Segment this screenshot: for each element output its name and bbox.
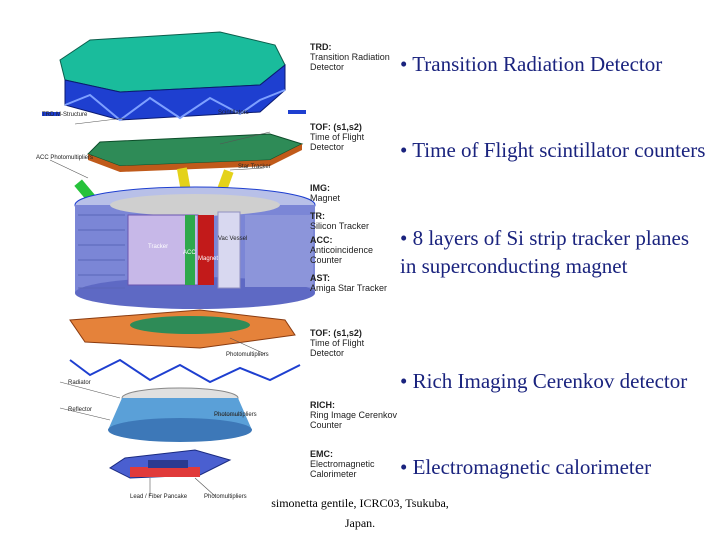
trd-module	[42, 32, 306, 120]
label-emc-desc: Electromagnetic Calorimeter	[310, 459, 375, 479]
callout-radiator: Radiator	[68, 380, 91, 387]
label-tof2: TOF: (s1,s2) Time of Flight Detector	[310, 328, 395, 358]
label-acc-title: ACC:	[310, 235, 395, 245]
label-rich-title: RICH:	[310, 400, 400, 410]
label-tof2-title: TOF: (s1,s2)	[310, 328, 395, 338]
magnet-cylinder	[75, 187, 315, 309]
callout-tracker: Tracker	[148, 244, 168, 251]
callout-acc: ACC	[183, 250, 196, 257]
footer-line-1: simonetta gentile, ICRC03, Tsukuba,	[250, 493, 470, 513]
label-img-title: IMG:	[310, 183, 395, 193]
label-trd-title: TRD:	[310, 42, 395, 52]
label-tof-title: TOF: (s1,s2)	[310, 122, 395, 132]
footer-credit: simonetta gentile, ICRC03, Tsukuba, Japa…	[250, 493, 470, 533]
callout-lead-fiber: Lead / Fiber Pancake	[130, 494, 187, 501]
footer-line-2: Japan.	[250, 513, 470, 533]
label-tof: TOF: (s1,s2) Time of Flight Detector	[310, 122, 395, 152]
tof-lower-module	[70, 310, 300, 382]
label-rich: RICH: Ring Image Cerenkov Counter	[310, 400, 400, 430]
bullet-trd: • Transition Radiation Detector	[400, 50, 710, 78]
label-rich-desc: Ring Image Cerenkov Counter	[310, 410, 397, 430]
label-trd-desc: Transition Radiation Detector	[310, 52, 390, 72]
label-ast: AST: Amiga Star Tracker	[310, 273, 395, 293]
callout-photomultipliers-tof: Photomultipliers	[226, 352, 269, 359]
callout-photomultipliers-rich: Photomultipliers	[214, 412, 257, 419]
callout-star-tracker: Star Tracker	[238, 164, 271, 171]
bullet-tof: • Time of Flight scintillator counters	[400, 136, 710, 164]
label-emc: EMC: Electromagnetic Calorimeter	[310, 449, 395, 479]
label-tr-title: TR:	[310, 211, 395, 221]
bullet-tracker: • 8 layers of Si strip tracker planes in…	[400, 224, 710, 280]
callout-vacuum-case: Vac Vessel	[218, 236, 247, 243]
label-tr-desc: Silicon Tracker	[310, 221, 369, 231]
label-tr: TR: Silicon Tracker	[310, 211, 395, 231]
label-acc-desc: Anticoincidence Counter	[310, 245, 373, 265]
callout-magnet: Magnet	[198, 256, 218, 263]
label-acc: ACC: Anticoincidence Counter	[310, 235, 395, 265]
emc-module	[110, 450, 230, 478]
label-ast-desc: Amiga Star Tracker	[310, 283, 387, 293]
label-emc-title: EMC:	[310, 449, 395, 459]
callout-trd-mstructure: TRD M-Structure	[42, 112, 87, 119]
callout-reflector: Reflector	[68, 407, 92, 414]
callout-scintillators: Scintillators	[218, 110, 249, 117]
bullet-rich: • Rich Imaging Cerenkov detector	[400, 367, 710, 395]
label-img-desc: Magnet	[310, 193, 340, 203]
bullet-emc: • Electromagnetic calorimeter	[400, 453, 710, 481]
label-trd: TRD: Transition Radiation Detector	[310, 42, 395, 72]
label-ast-title: AST:	[310, 273, 395, 283]
ams-detector-figure	[30, 20, 400, 510]
label-img: IMG: Magnet	[310, 183, 395, 203]
callout-photomultipliers-emc: Photomultipliers	[204, 494, 247, 501]
label-tof-desc: Time of Flight Detector	[310, 132, 364, 152]
callout-acc-photomultipliers: ACC Photomultipliers	[36, 155, 93, 162]
label-tof2-desc: Time of Flight Detector	[310, 338, 364, 358]
